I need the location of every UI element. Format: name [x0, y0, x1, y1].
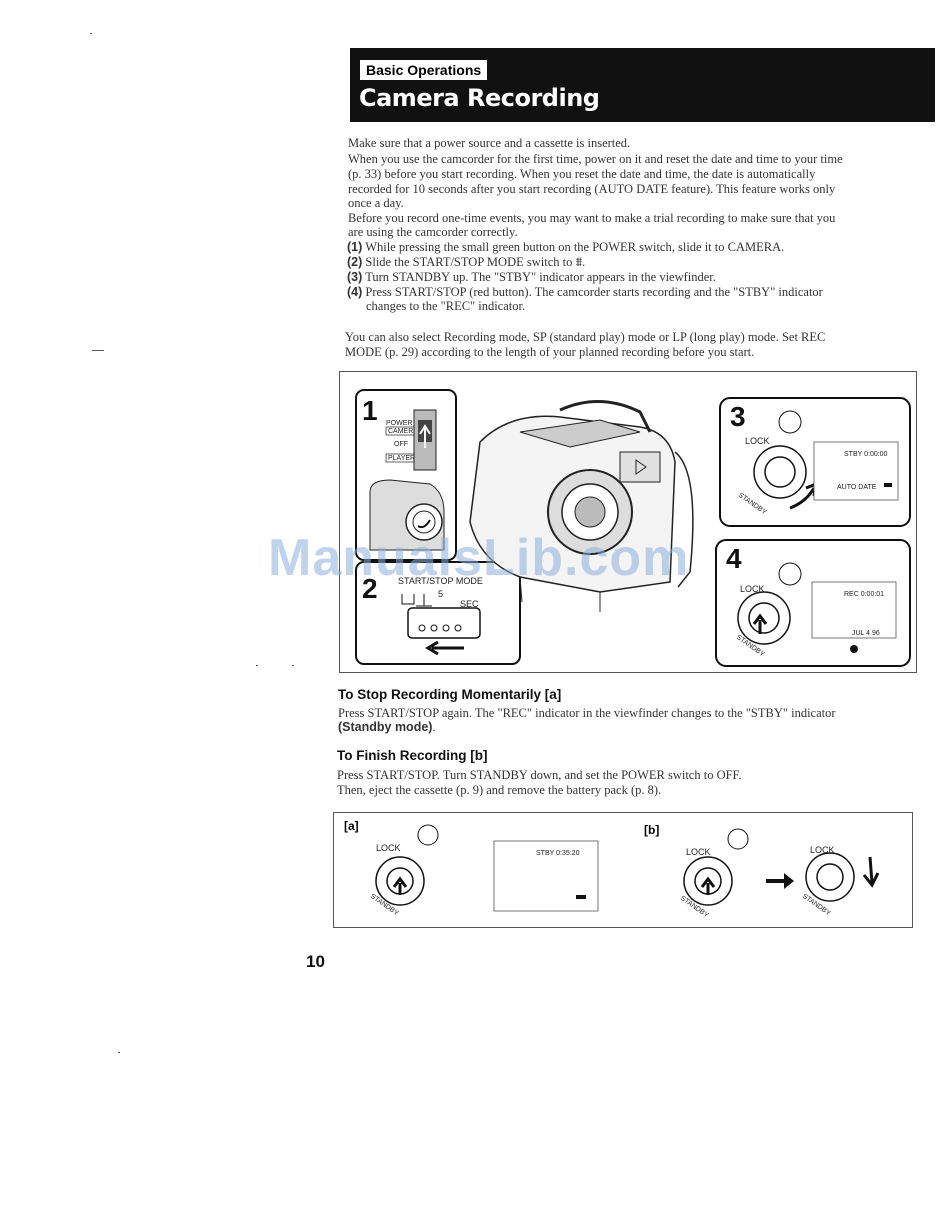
intro-line: once a day.: [348, 196, 404, 210]
finish-recording-text-2: Then, eject the cassette (p. 9) and remo…: [337, 783, 662, 797]
svg-text:LOCK: LOCK: [745, 436, 770, 446]
step-4-continued: changes to the "REC" indicator.: [366, 299, 526, 313]
step-number: (2): [347, 255, 363, 269]
scan-speck: [92, 350, 104, 351]
step-number: (3): [347, 270, 363, 284]
scan-speck: [256, 665, 258, 666]
svg-text:SEC: SEC: [460, 599, 479, 609]
step-1: (1) While pressing the small green butto…: [347, 240, 784, 255]
panel-3: 3 LOCK STANDBY STBY 0:00:00 AUTO DATE: [719, 397, 911, 527]
svg-text:LOCK: LOCK: [810, 845, 835, 855]
step-4: (4) Press START/STOP (red button). The c…: [347, 285, 823, 300]
camcorder-illustration: [469, 400, 694, 612]
page-title: Camera Recording: [359, 84, 600, 112]
svg-text:1: 1: [362, 395, 378, 426]
panel-2: 2 START/STOP MODE 5 SEC: [355, 561, 521, 665]
svg-text:STBY 0:00:00: STBY 0:00:00: [844, 451, 888, 458]
svg-text:[a]: [a]: [344, 819, 359, 833]
standby-mode-label: (Standby mode): [338, 720, 433, 734]
panel-4: 4 LOCK STANDBY REC 0:00:01 JUL 4 96: [715, 539, 911, 667]
mode-note-line: MODE (p. 29) according to the length of …: [345, 345, 755, 359]
stop-recording-text: Press START/STOP again. The "REC" indica…: [338, 706, 836, 720]
finish-recording-heading: To Finish Recording [b]: [337, 748, 488, 763]
svg-text:REC 0:00:01: REC 0:00:01: [844, 591, 884, 598]
intro-line: recorded for 10 seconds after you start …: [348, 182, 836, 196]
watermark: ManualsLib.com: [268, 529, 690, 587]
recording-steps-figure: 1 POWER CAMERA OFF PLAYER 2 START/STOP M…: [339, 371, 917, 673]
step-3: (3) Turn STANDBY up. The "STBY" indicato…: [347, 270, 716, 285]
scan-speck: [90, 33, 92, 34]
stop-recording-text-2: (Standby mode).: [338, 720, 436, 734]
panel-1: 1 POWER CAMERA OFF PLAYER: [355, 389, 457, 561]
stop-recording-heading: To Stop Recording Momentarily [a]: [338, 687, 562, 702]
step-text: Press START/STOP (red button). The camco…: [365, 285, 823, 299]
svg-text:3: 3: [730, 401, 746, 432]
intro-line: (p. 33) before you start recording. When…: [348, 167, 816, 181]
scan-speck: [118, 1052, 120, 1053]
svg-text:4: 4: [726, 543, 742, 574]
svg-text:[b]: [b]: [644, 823, 659, 837]
svg-text:AUTO DATE: AUTO DATE: [837, 484, 877, 491]
svg-text:5: 5: [438, 589, 443, 599]
section-tag: Basic Operations: [360, 60, 488, 80]
svg-text:JUL 4 96: JUL 4 96: [852, 630, 880, 637]
mode-note-line: You can also select Recording mode, SP (…: [345, 330, 826, 344]
intro-line: are using the camcorder correctly.: [348, 225, 518, 239]
intro-line: When you use the camcorder for the first…: [348, 152, 843, 166]
svg-text:PLAYER: PLAYER: [388, 455, 415, 462]
svg-text:LOCK: LOCK: [686, 847, 711, 857]
step-number: (4): [347, 285, 363, 299]
svg-text:OFF: OFF: [394, 441, 408, 448]
step-number: (1): [347, 240, 363, 254]
svg-text:START/STOP MODE: START/STOP MODE: [398, 576, 483, 586]
step-text: While pressing the small green button on…: [365, 240, 785, 254]
svg-text:2: 2: [362, 573, 378, 604]
svg-text:STBY 0:35:20: STBY 0:35:20: [536, 850, 580, 857]
step-2: (2) Slide the START/STOP MODE switch to …: [347, 255, 586, 269]
svg-text:LOCK: LOCK: [376, 843, 401, 853]
stop-finish-figure: [a] [b] LOCK STANDBY STBY 0:35:20 LOCK S…: [333, 812, 913, 928]
arrow-icon: [766, 873, 794, 889]
scan-speck: [292, 665, 294, 666]
step-text: Turn STANDBY up. The "STBY" indicator ap…: [365, 270, 716, 284]
intro-line: Before you record one-time events, you m…: [348, 211, 836, 225]
svg-text:POWER: POWER: [386, 420, 412, 427]
finish-recording-text: Press START/STOP. Turn STANDBY down, and…: [337, 768, 742, 782]
svg-text:LOCK: LOCK: [740, 584, 765, 594]
mode-symbol: ⩩: [575, 255, 583, 269]
page-number: 10: [306, 952, 325, 971]
dial-a: LOCK STANDBY: [369, 824, 439, 917]
svg-text:CAMERA: CAMERA: [388, 428, 418, 435]
intro-line: Make sure that a power source and a cass…: [348, 136, 631, 150]
step-text: Slide the START/STOP MODE switch to: [365, 255, 573, 269]
